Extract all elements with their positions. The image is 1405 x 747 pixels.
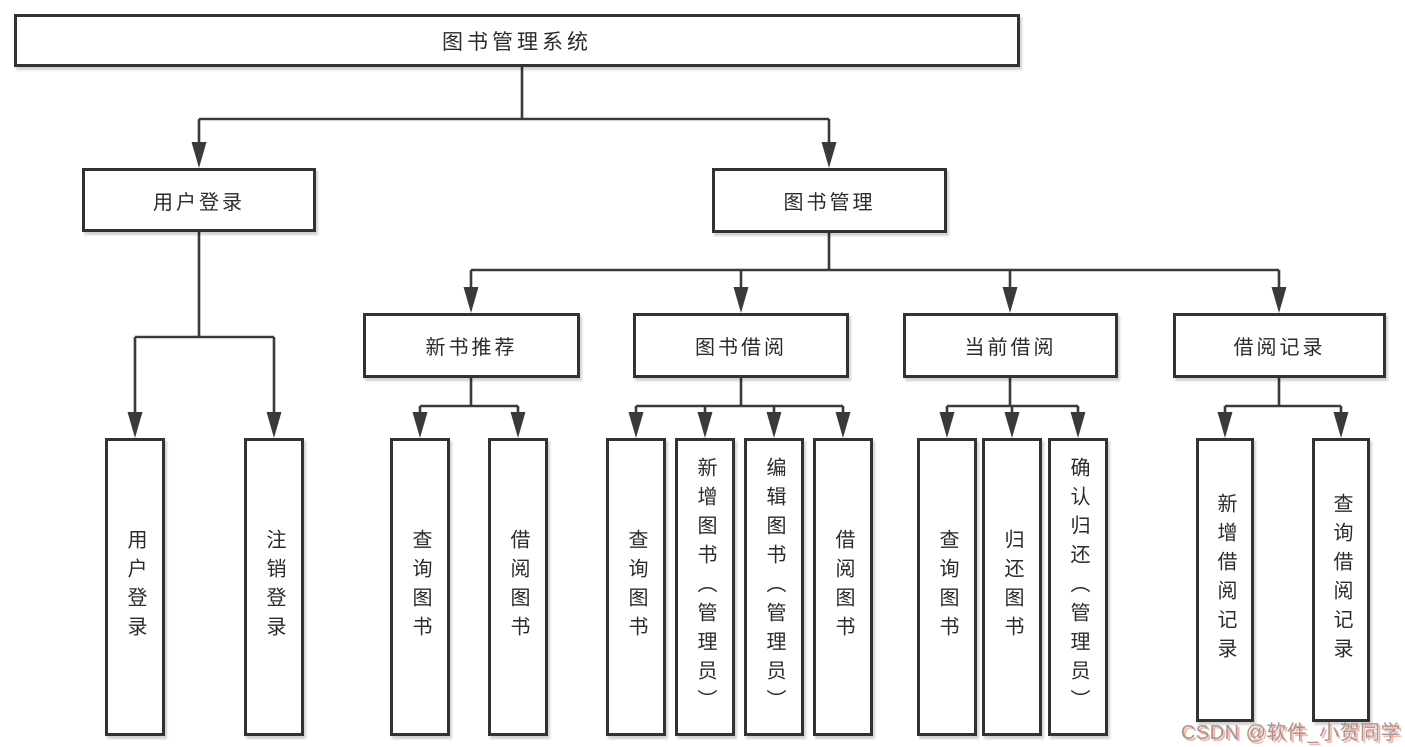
node-book-management: 图书管理 (712, 168, 947, 233)
node-label: 编辑图书（管理员） (763, 456, 785, 718)
node-book-borrowing: 图书借阅 (633, 313, 849, 378)
node-label: 图书借阅 (695, 337, 787, 359)
node-label: 新书推荐 (425, 337, 518, 359)
node-label: 借阅记录 (1233, 337, 1326, 359)
node-library-management-system: 图书管理系统 (14, 14, 1020, 67)
node-label: 用户登录 (153, 191, 245, 214)
node-label: 查询图书 (936, 529, 958, 645)
leaf-borrow-books: 借阅图书 (813, 438, 873, 736)
node-label: 确认归还（管理员） (1067, 456, 1089, 718)
node-label: 借阅图书 (832, 529, 854, 645)
node-user-login: 用户登录 (82, 168, 316, 232)
node-label: 查询借阅记录 (1330, 493, 1352, 667)
csdn-watermark: CSDN @软件_小贺同学 (1180, 722, 1401, 744)
node-label: 新增借阅记录 (1214, 493, 1236, 667)
node-label: 归还图书 (1001, 529, 1023, 645)
node-label: 新增图书（管理员） (694, 456, 716, 718)
leaf-logout: 注销登录 (244, 438, 304, 736)
node-label: 图书管理 (783, 192, 876, 214)
node-label: 图书管理系统 (442, 30, 592, 54)
leaf-add-borrow-record: 新增借阅记录 (1196, 438, 1254, 722)
leaf-add-book-admin: 新增图书（管理员） (675, 438, 735, 736)
leaf-edit-book-admin: 编辑图书（管理员） (744, 438, 804, 736)
leaf-query-borrow-record: 查询借阅记录 (1312, 438, 1370, 722)
leaf-query-books-recommend: 查询图书 (390, 438, 450, 736)
leaf-user-login: 用户登录 (105, 438, 165, 736)
leaf-confirm-return-admin: 确认归还（管理员） (1048, 438, 1108, 736)
node-label: 当前借阅 (964, 337, 1057, 359)
node-label: 用户登录 (124, 529, 146, 645)
leaf-return-book: 归还图书 (982, 438, 1042, 736)
node-new-book-recommendation: 新书推荐 (363, 313, 580, 378)
node-label: 借阅图书 (507, 529, 529, 645)
node-borrowing-records: 借阅记录 (1173, 313, 1386, 378)
leaf-query-books-borrow: 查询图书 (606, 438, 666, 736)
node-label: 注销登录 (263, 529, 285, 645)
node-label: 查询图书 (409, 529, 431, 645)
node-label: 查询图书 (625, 529, 647, 645)
leaf-query-books-current: 查询图书 (917, 438, 977, 736)
node-current-borrowing: 当前借阅 (903, 313, 1118, 378)
leaf-borrow-books-recommend: 借阅图书 (488, 438, 548, 736)
